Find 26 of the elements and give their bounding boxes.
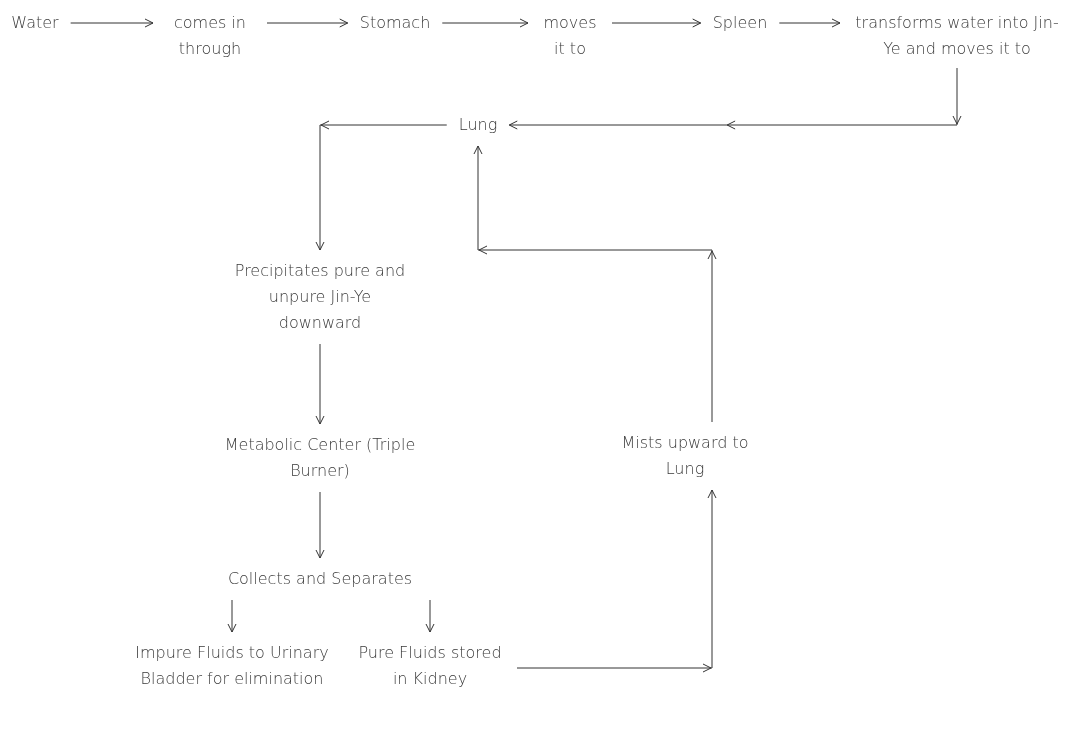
node-text: Pure Fluids stored in Kidney <box>355 640 505 692</box>
arrow <box>508 67 958 130</box>
arrow <box>473 145 713 423</box>
arrow <box>516 489 717 669</box>
node-text: Lung <box>458 112 498 138</box>
node-text: Water <box>11 10 59 36</box>
node-text: Stomach <box>359 10 431 36</box>
arrow <box>70 18 154 28</box>
arrow <box>266 18 349 28</box>
node-text: Metabolic Center (Triple Burner) <box>220 432 420 484</box>
node-text: transforms water into Jin-Ye and moves it to <box>852 10 1062 62</box>
node-text: Spleen <box>712 10 768 36</box>
node-text: Collects and Separates <box>200 566 440 592</box>
arrow <box>227 599 237 633</box>
arrow <box>315 124 448 251</box>
node-text: comes in through <box>165 10 255 62</box>
node-text: moves it to <box>540 10 600 62</box>
node-text: Precipitates pure and unpure Jin-Ye downward <box>230 258 410 336</box>
arrow <box>778 18 841 28</box>
node-text: Mists upward to Lung <box>615 430 755 482</box>
arrow <box>315 491 325 559</box>
arrow <box>611 18 702 28</box>
arrow <box>441 18 529 28</box>
arrow <box>425 599 435 633</box>
arrow <box>315 343 325 425</box>
node-text: Impure Fluids to Urinary Bladder for elimination <box>132 640 332 692</box>
